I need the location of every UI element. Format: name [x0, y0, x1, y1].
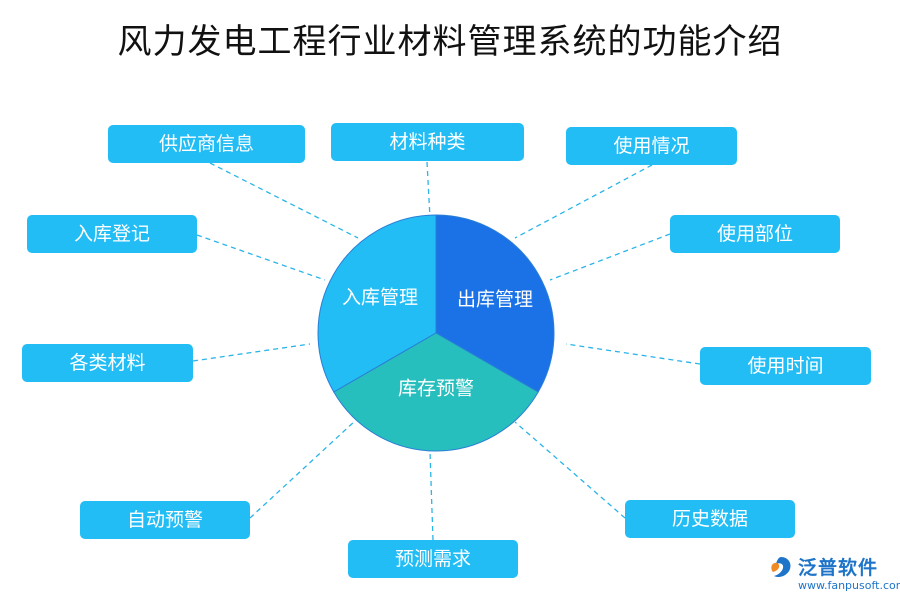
brand-logo: 泛普软件 www.fanpusoft.com	[768, 553, 900, 598]
pie-segment-outbound	[435, 214, 555, 393]
connector-usage-time	[565, 343, 701, 365]
connector-forecast	[429, 451, 434, 541]
logo-name: 泛普软件	[798, 557, 879, 579]
connector-supplier	[209, 162, 359, 239]
connector-usage	[514, 164, 653, 239]
node-auto-alert: 自动预警	[80, 501, 250, 539]
segment-label-outbound: 出库管理	[456, 288, 534, 311]
logo-url: www.fanpusoft.com	[798, 579, 900, 592]
pie-segment-inbound	[317, 214, 437, 393]
connector-inbound-register	[196, 234, 326, 281]
page-title: 风力发电工程行业材料管理系统的功能介绍	[117, 22, 783, 62]
node-history: 历史数据	[625, 500, 795, 538]
pie-segment-stock-alert	[333, 332, 539, 452]
connector-history	[514, 421, 626, 519]
node-supplier: 供应商信息	[108, 125, 305, 163]
center-pie	[317, 214, 555, 452]
segment-label-stock-alert: 库存预警	[397, 377, 475, 400]
connector-material-type	[426, 161, 431, 219]
node-material-type: 材料种类	[331, 123, 524, 161]
logo-mark-icon	[771, 557, 791, 578]
node-forecast: 预测需求	[348, 540, 518, 578]
connector-usage-part	[549, 233, 671, 281]
connector-auto-alert	[249, 419, 357, 519]
node-inbound-register: 入库登记	[27, 215, 197, 253]
node-usage: 使用情况	[566, 127, 737, 165]
segment-label-inbound: 入库管理	[341, 286, 419, 309]
node-usage-part: 使用部位	[670, 215, 840, 253]
node-usage-time: 使用时间	[700, 347, 871, 385]
connector-lines	[192, 161, 701, 541]
node-materials: 各类材料	[22, 344, 193, 382]
connector-materials	[192, 343, 311, 362]
